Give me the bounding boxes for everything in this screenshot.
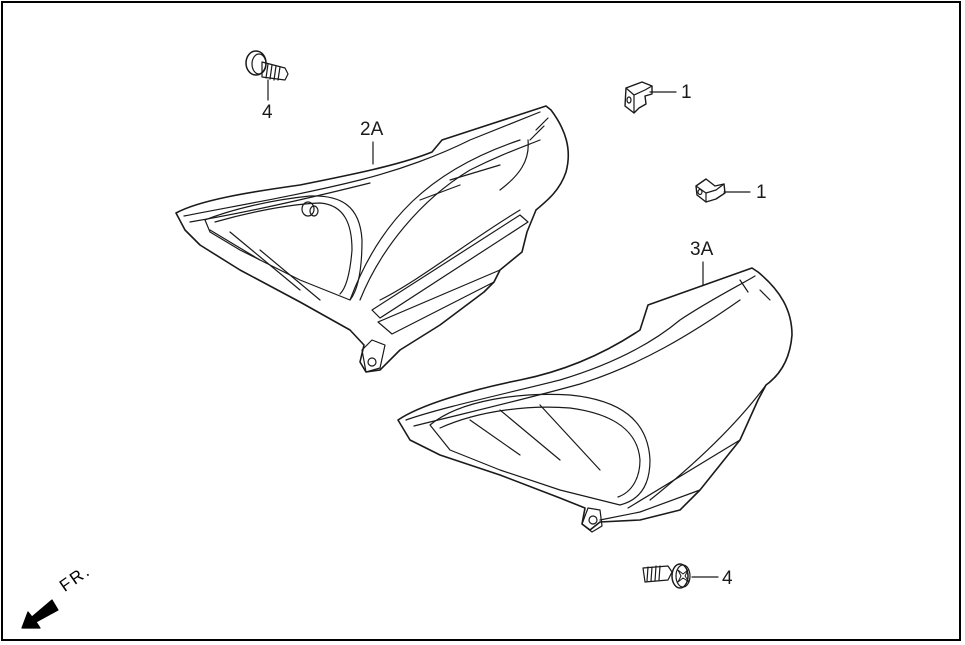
screw-bottom-part[interactable]	[642, 563, 719, 589]
clip-top-part[interactable]	[624, 81, 677, 114]
side-cover-3a[interactable]	[397, 261, 793, 533]
callout-1-top: 1	[681, 82, 692, 103]
callout-1-mid: 1	[756, 182, 767, 203]
callout-4-bottom: 4	[722, 568, 733, 589]
clip-mid-part[interactable]	[695, 178, 751, 203]
callout-3a: 3A	[690, 239, 714, 260]
callout-4-top: 4	[262, 102, 273, 123]
screw-top-part[interactable]	[245, 50, 289, 101]
callout-2a: 2A	[360, 119, 384, 140]
arrow-down-left-icon	[21, 599, 59, 629]
side-cover-2a[interactable]	[175, 105, 570, 373]
